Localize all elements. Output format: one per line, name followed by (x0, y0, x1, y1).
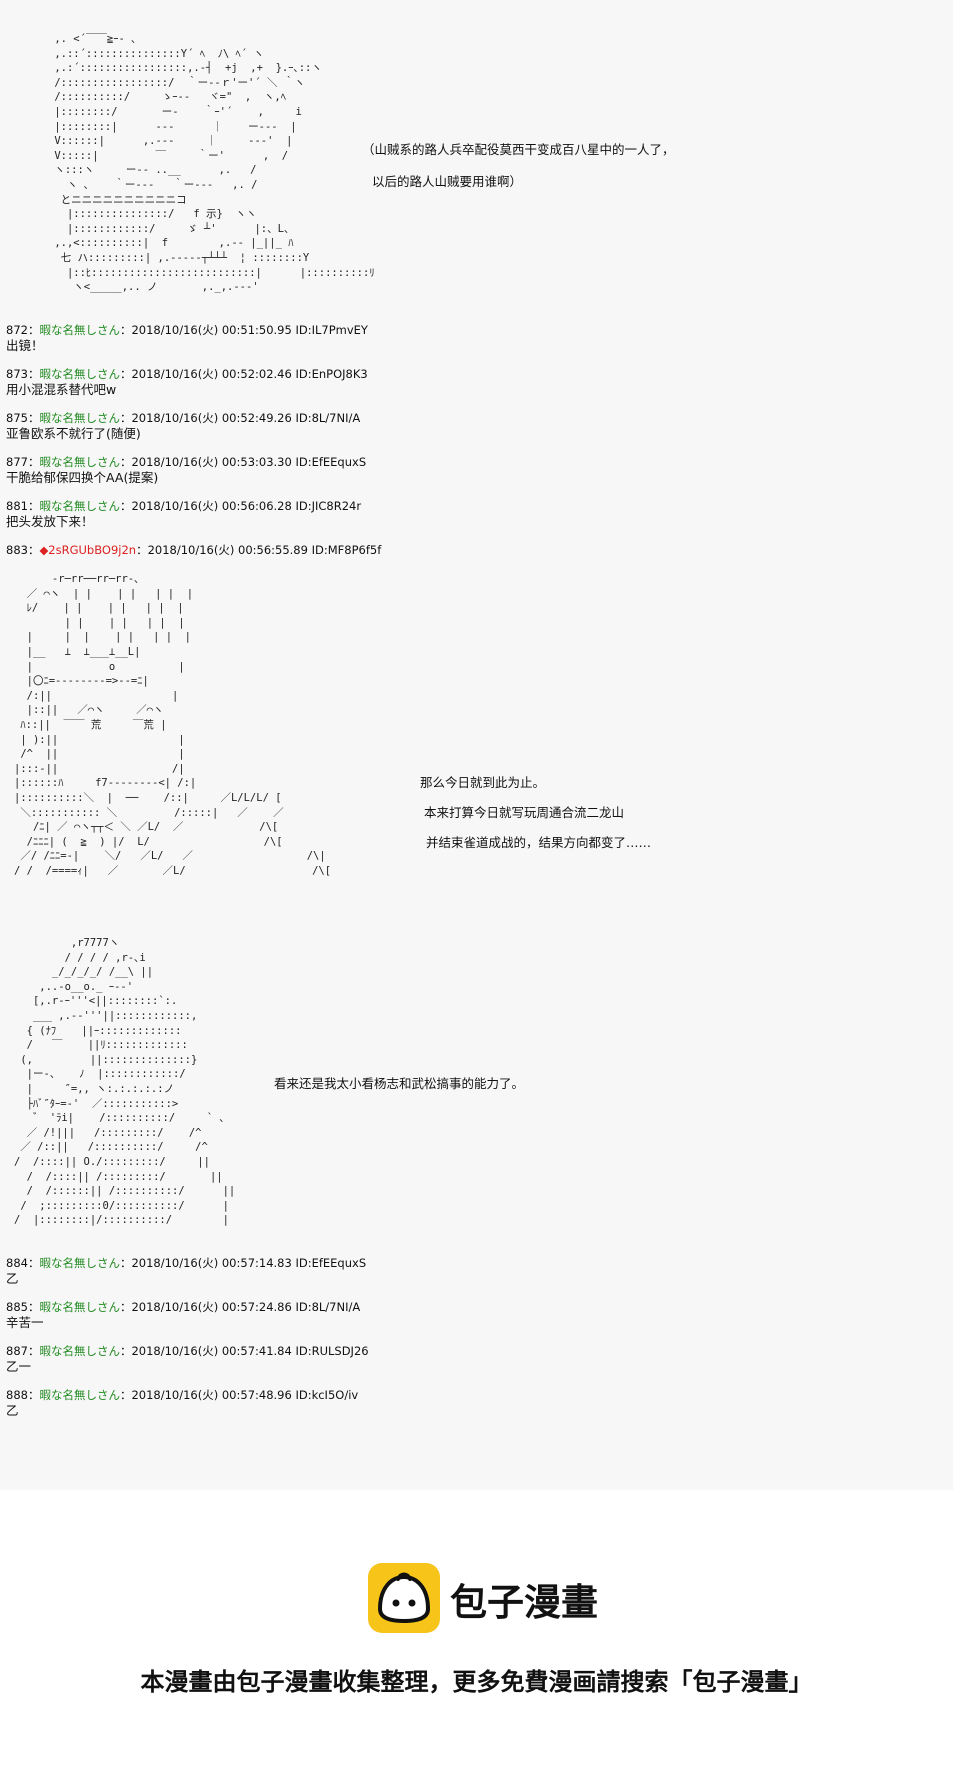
post-number: 885： (6, 1300, 40, 1314)
post-881: 881：暇な名無しさん：2018/10/16(火) 00:56:06.28 ID… (6, 499, 361, 529)
ascii-art-character-3: ,r7777ヽ / / / / ,r-､i _/_/_/_/ /__\ || ,… (14, 937, 236, 1227)
page-body: ,. <´￣￣≧ｰ- ､ ,.::´:::::::::::::::Y´ ﾍ ﾉ\… (6, 33, 675, 1418)
poster-name[interactable]: 暇な名無しさん (39, 367, 120, 381)
footer (0, 1490, 953, 1772)
ascii-art-character-1: ,. <´￣￣≧ｰ- ､ ,.::´:::::::::::::::Y´ ﾍ ﾉ\… (54, 33, 375, 294)
baozi-logo-icon[interactable] (368, 1563, 440, 1633)
post-883: 883：◆2sRGUbBO9j2n：2018/10/16(火) 00:56:55… (6, 543, 381, 558)
post-number: 881： (6, 499, 40, 513)
post-meta: ：2018/10/16(火) 00:57:48.96 ID:kcI5O/iv (119, 1388, 359, 1402)
poster-name[interactable]: 暇な名無しさん (39, 411, 120, 425)
brand-name[interactable]: 包子漫畫 (450, 1581, 598, 1624)
post-number: 875： (6, 411, 40, 425)
post-body: 辛苦一 (6, 1315, 44, 1330)
post-body: 出镜！ (6, 338, 44, 353)
post-meta: ：2018/10/16(火) 00:52:02.46 ID:EnPOJ8K3 (119, 367, 368, 381)
poster-name[interactable]: 暇な名無しさん (39, 323, 120, 337)
poster-name[interactable]: 暇な名無しさん (39, 1344, 120, 1358)
ascii-art-character-2: -r─rr──rr─rr-､ ／ ⌒ヽ | | | | | | | ﾚ/ | |… (14, 573, 332, 877)
post-body: 用小混混系替代吧w (6, 382, 117, 397)
post-888: 888：暇な名無しさん：2018/10/16(火) 00:57:48.96 ID… (6, 1388, 358, 1418)
dialogue-line: 看来还是我太小看杨志和武松搞事的能力了。 (274, 1076, 525, 1091)
poster-name[interactable]: 暇な名無しさん (39, 1256, 120, 1270)
post-885: 885：暇な名無しさん：2018/10/16(火) 00:57:24.86 ID… (6, 1300, 360, 1330)
post-body: 把头发放下来！ (6, 514, 94, 529)
post-meta: ：2018/10/16(火) 00:57:24.86 ID:8L/7NI/A (119, 1300, 361, 1314)
post-meta: ：2018/10/16(火) 00:56:55.89 ID:MF8P6f5f (136, 543, 382, 557)
poster-trip[interactable]: ◆2sRGUbBO9j2n (39, 543, 137, 557)
post-meta: ：2018/10/16(火) 00:57:14.83 ID:EfEEquxS (119, 1256, 367, 1270)
dialogue-line: 并结束雀道成战的，结果方向都变了…… (426, 835, 652, 850)
dialogue-line: 那么今日就到此为止。 (420, 775, 546, 790)
post-number: 883： (6, 543, 40, 557)
post-meta: ：2018/10/16(火) 00:56:06.28 ID:JIC8R24r (119, 499, 362, 513)
post-873: 873：暇な名無しさん：2018/10/16(火) 00:52:02.46 ID… (6, 367, 368, 397)
poster-name[interactable]: 暇な名無しさん (39, 1300, 120, 1314)
post-887: 887：暇な名無しさん：2018/10/16(火) 00:57:41.84 ID… (6, 1344, 369, 1374)
post-body: 乙 (6, 1403, 19, 1418)
post-number: 877： (6, 455, 40, 469)
post-872: 872：暇な名無しさん：2018/10/16(火) 00:51:50.95 ID… (6, 323, 368, 353)
post-meta: ：2018/10/16(火) 00:51:50.95 ID:IL7PmvEY (119, 323, 368, 337)
post-number: 873： (6, 367, 40, 381)
poster-name[interactable]: 暇な名無しさん (39, 1388, 120, 1402)
bun-face-icon (377, 1572, 431, 1624)
poster-name[interactable]: 暇な名無しさん (39, 499, 120, 513)
post-number: 887： (6, 1344, 40, 1358)
post-number: 888： (6, 1388, 40, 1402)
poster-name[interactable]: 暇な名無しさん (39, 455, 120, 469)
post-number: 884： (6, 1256, 40, 1270)
post-body: 亚鲁欧系不就行了(随便) (6, 426, 141, 441)
footer-note: 本漫畫由包子漫畫收集整理，更多免費漫画請搜索「包子漫畫」 (140, 1668, 813, 1696)
post-number: 872： (6, 323, 40, 337)
post-875: 875：暇な名無しさん：2018/10/16(火) 00:52:49.26 ID… (6, 411, 360, 441)
dialogue-line: 以后的路人山贼要用谁啊） (372, 174, 523, 189)
post-body: 干脆给郁保四换个AA(提案) (6, 470, 159, 485)
dialogue-line: 本来打算今日就写玩周通合流二龙山 (424, 805, 625, 820)
post-meta: ：2018/10/16(火) 00:57:41.84 ID:RULSDJ26 (119, 1344, 369, 1358)
dialogue-line: （山贼系的路人兵卒配役莫西干变成百八星中的一人了， (362, 142, 675, 157)
post-meta: ：2018/10/16(火) 00:52:49.26 ID:8L/7NI/A (119, 411, 361, 425)
post-877: 877：暇な名無しさん：2018/10/16(火) 00:53:03.30 ID… (6, 455, 366, 485)
post-body: 乙一 (6, 1359, 32, 1374)
post-meta: ：2018/10/16(火) 00:53:03.30 ID:EfEEquxS (119, 455, 367, 469)
post-body: 乙 (6, 1271, 19, 1286)
post-884: 884：暇な名無しさん：2018/10/16(火) 00:57:14.83 ID… (6, 1256, 366, 1286)
